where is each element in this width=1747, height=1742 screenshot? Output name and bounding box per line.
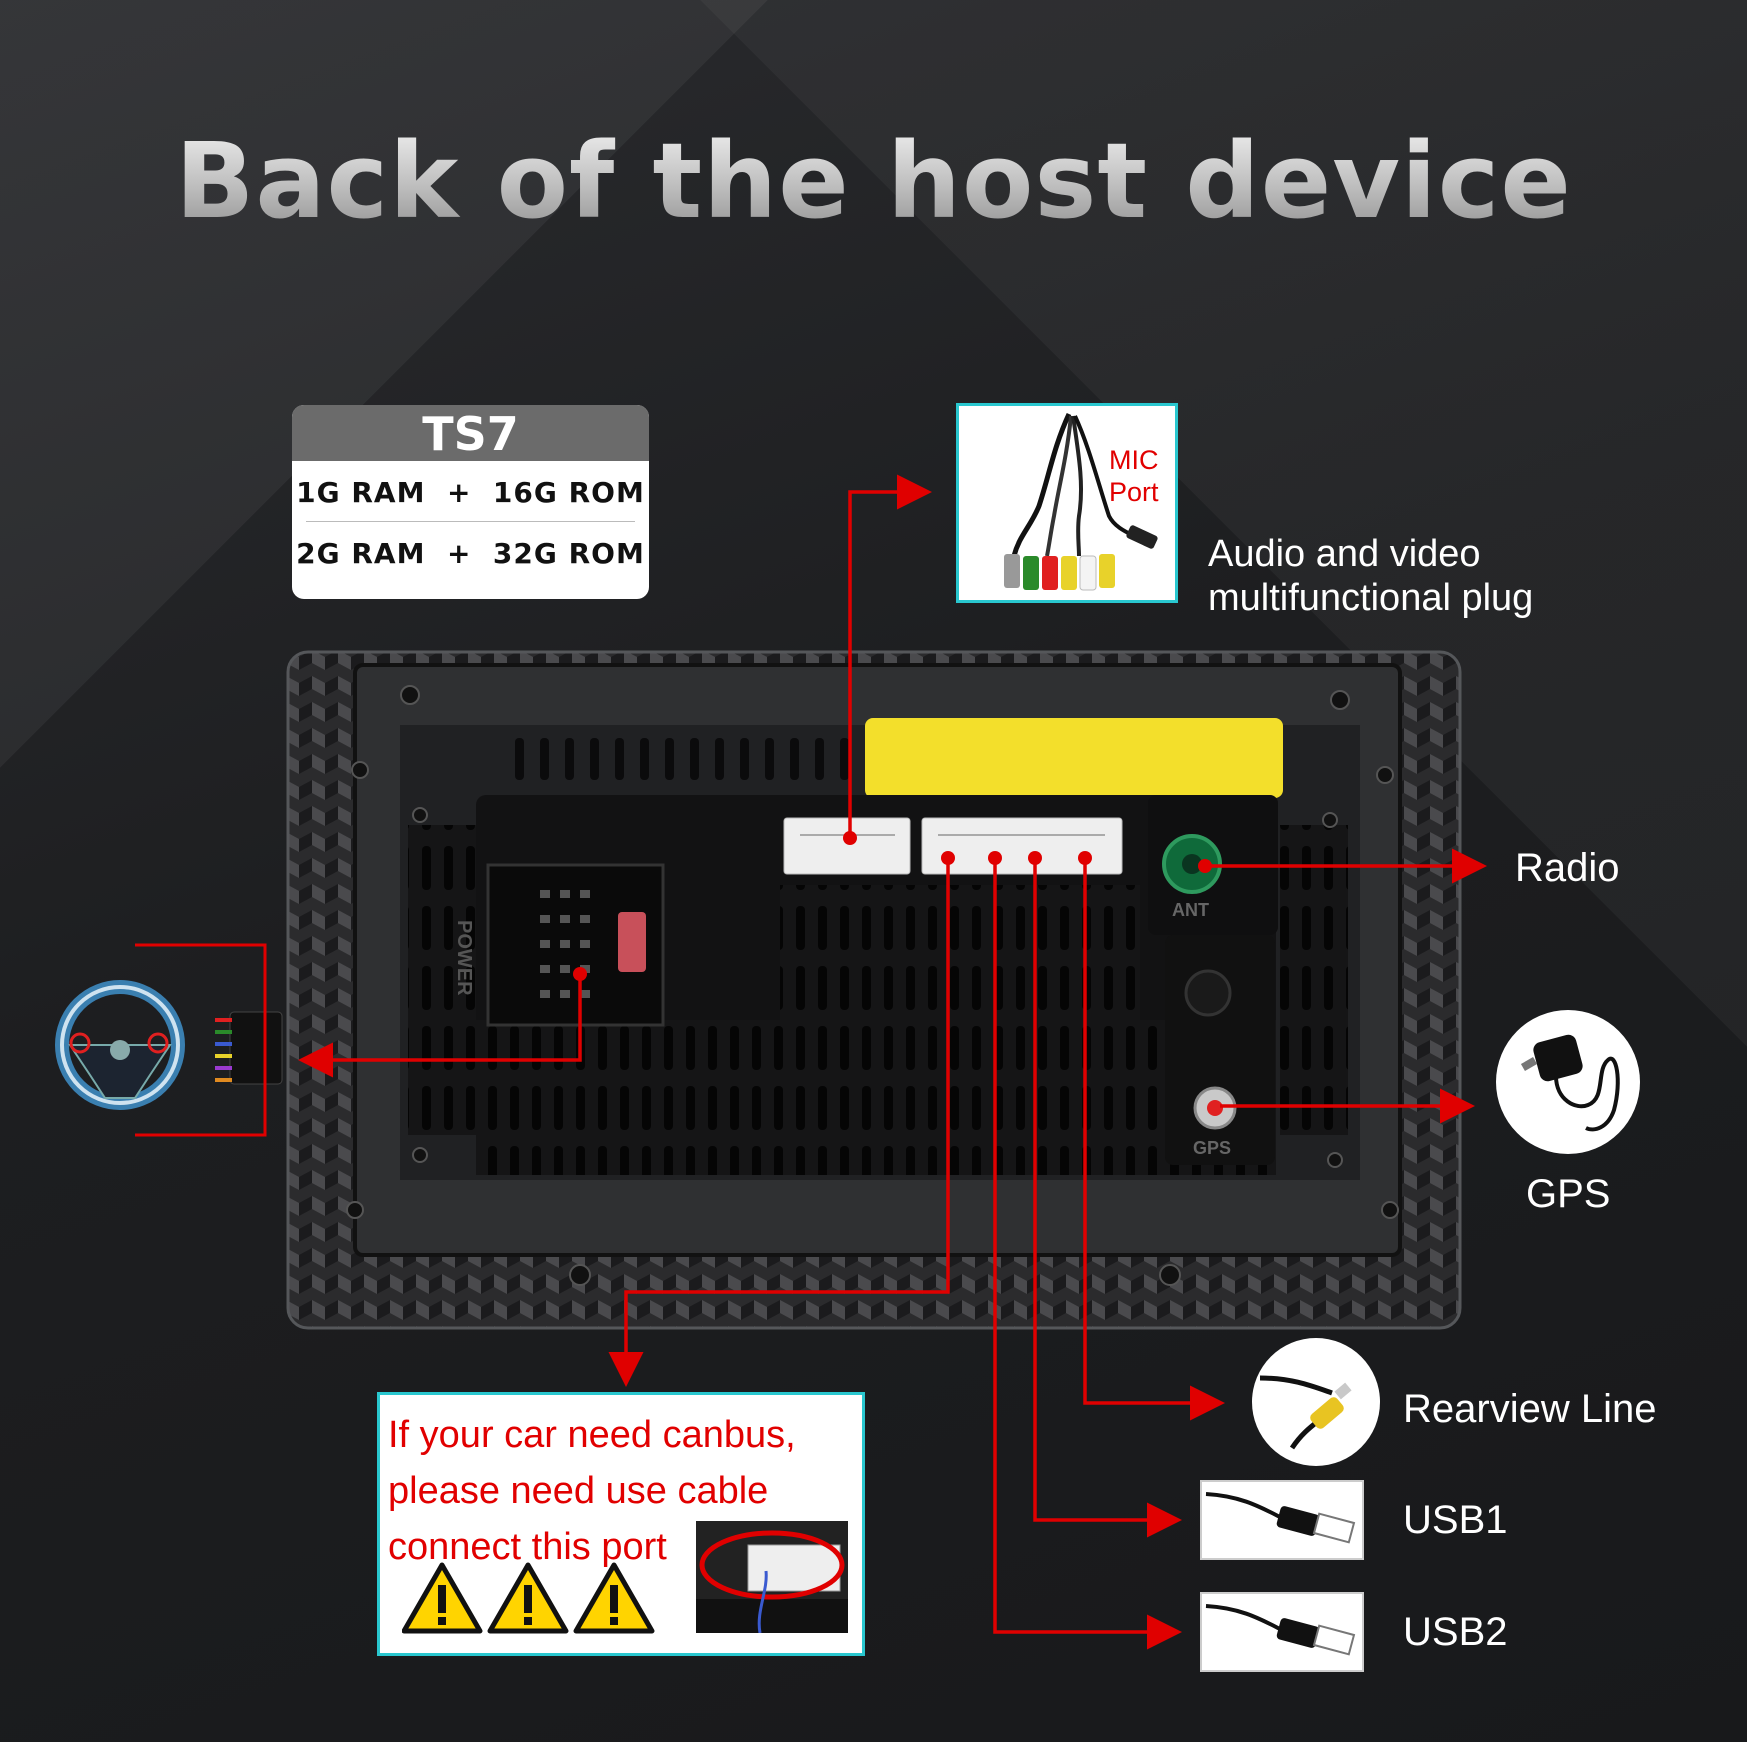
model-spec-card: TS7 1G RAM + 16G ROM 2G RAM + 32G ROM <box>292 405 649 599</box>
warning-triangle-icon <box>487 1562 569 1634</box>
arrow-av-plug <box>848 474 932 838</box>
fuse <box>618 912 646 972</box>
usb2-label: USB2 <box>1403 1610 1508 1654</box>
arrow-rearview <box>1083 858 1225 1421</box>
av-connector <box>783 817 911 875</box>
rca-cable-icon <box>1259 1375 1352 1450</box>
radio-label: Radio <box>1515 846 1620 890</box>
usb1-label: USB1 <box>1403 1498 1508 1542</box>
arrow-canbus <box>608 858 950 1387</box>
spec-option-2: 2G RAM + 32G ROM <box>296 537 645 570</box>
arrow-usb1 <box>1033 858 1182 1538</box>
ant-port-label: ANT <box>1172 900 1209 920</box>
usb-cable-icon <box>1205 1604 1356 1656</box>
usb1-cable-image <box>1200 1480 1364 1560</box>
model-name: TS7 <box>292 405 649 461</box>
arrow-usb2 <box>993 858 1182 1650</box>
usb2-cable-image <box>1200 1592 1364 1672</box>
canbus-port-photo <box>696 1521 848 1633</box>
av-cable-icon <box>1004 412 1158 591</box>
page-title: Back of the host device <box>0 120 1747 242</box>
canbus-note-box: If your car need canbus, please need use… <box>377 1392 865 1656</box>
av-plug-label: Audio and video multifunctional plug <box>1208 533 1534 619</box>
gps-antenna-icon <box>1520 1034 1620 1132</box>
gps-port-label: GPS <box>1193 1138 1232 1158</box>
multi-connector <box>921 817 1123 875</box>
mic-port-label: MIC Port <box>1109 445 1159 507</box>
steering-wheel-icon <box>55 980 185 1110</box>
warning-triangle-icon <box>402 1562 483 1634</box>
wire-harness-icon <box>215 1011 283 1085</box>
canbus-note: If your car need canbus, please need use… <box>388 1414 796 1568</box>
warning-triangles <box>402 1562 655 1634</box>
top-vents <box>515 738 849 780</box>
spec-option-1: 1G RAM + 16G ROM <box>296 476 645 509</box>
yellow-sticker <box>865 718 1283 798</box>
usb-cable-icon <box>1205 1492 1356 1544</box>
spec-divider <box>306 521 635 522</box>
rearview-label: Rearview Line <box>1403 1387 1657 1431</box>
gps-antenna-image <box>1496 1010 1640 1154</box>
arrow-steering <box>298 974 582 1078</box>
gps-label: GPS <box>1526 1172 1611 1216</box>
warning-triangle-icon <box>573 1562 655 1634</box>
rearview-cable-image <box>1252 1338 1380 1466</box>
av-cable-photo: MIC Port <box>956 403 1178 603</box>
